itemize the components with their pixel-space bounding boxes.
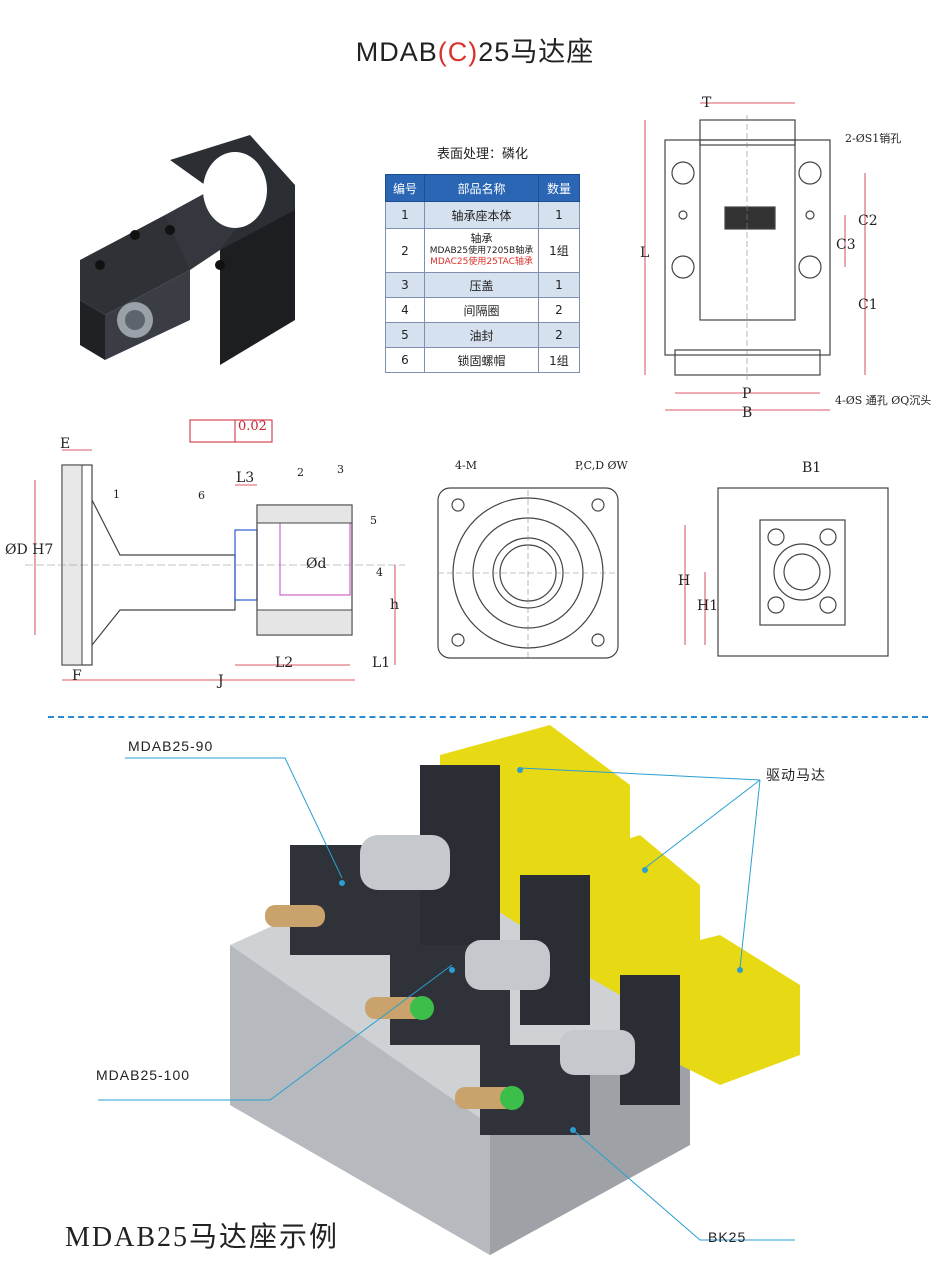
section-divider (48, 716, 928, 718)
label-drive-motor: 驱动马达 (766, 767, 826, 783)
top-view-drawing (644, 102, 866, 411)
example-render (230, 725, 800, 1255)
table-row: 4 间隔圈 2 (385, 297, 580, 323)
page-title: MDAB(C)25马达座 (355, 37, 595, 67)
end-view-drawing (684, 487, 889, 657)
label-mdab25-90: MDAB25-90 (128, 738, 214, 754)
bracket-render (80, 135, 295, 365)
label-mdab25-100: MDAB25-100 (96, 1067, 191, 1083)
flange-view-drawing (437, 487, 619, 659)
col-name: 部品名称 (424, 174, 539, 202)
section-view-drawing (25, 419, 405, 681)
label-bk25: BK25 (708, 1229, 747, 1245)
table-row: 6 锁固螺帽 1组 (385, 347, 580, 373)
table-row: 1 轴承座本体 1 (385, 201, 580, 229)
table-row: 5 油封 2 (385, 322, 580, 348)
table-row: 3 压盖 1 (385, 272, 580, 298)
example-title: MDAB25马达座示例 (65, 1222, 340, 1253)
leader-lines (98, 757, 795, 1241)
surface-treatment: 表面处理：磷化 (436, 147, 528, 162)
table-header-row: 编号 部品名称 数量 (385, 174, 580, 202)
col-no: 编号 (385, 174, 425, 202)
col-qty: 数量 (538, 174, 580, 202)
